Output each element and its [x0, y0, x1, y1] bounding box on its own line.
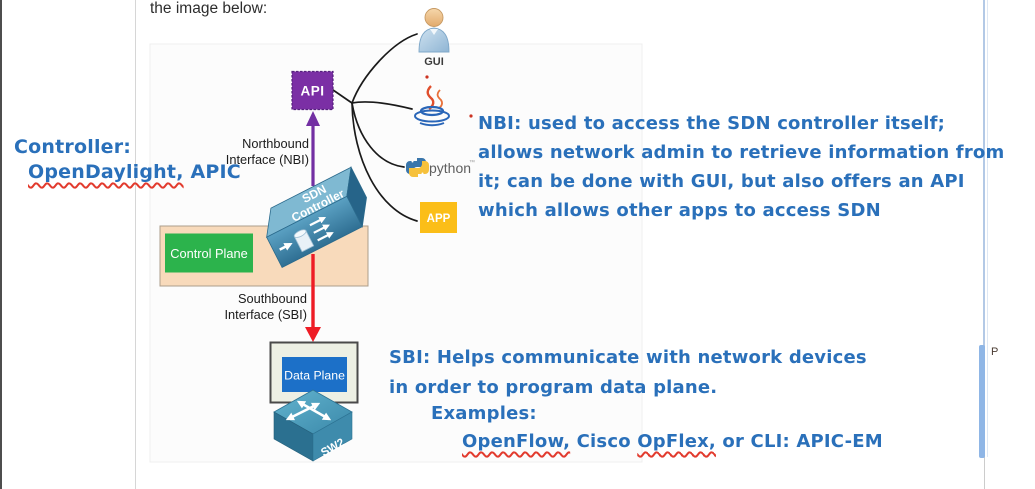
api-box [291, 70, 334, 111]
nbi-note-line: which allows other apps to access SDN [478, 200, 881, 221]
sbi-note-line1: SBI: Helps communicate with network devi… [389, 347, 867, 368]
window-left-border [0, 0, 2, 489]
data-plane-label: Data Plane [284, 369, 345, 383]
nbi-note-line: it; can be done with GUI, but also offer… [478, 171, 965, 192]
sbi-note-line2: in order to program data plane. [389, 377, 718, 398]
nbi-note: NBI: used to access the SDN controller i… [478, 109, 1004, 225]
python-trademark: ™ [469, 159, 475, 166]
sbi-interface-label-line1: Southbound [238, 291, 307, 306]
sbi-note-line4-seg4: or CLI: APIC-EM [715, 431, 883, 452]
page-right-rule [984, 455, 985, 489]
python-icon [406, 158, 429, 177]
misspelling-underline: OpenDaylight, [28, 161, 184, 183]
ink-dot [469, 114, 473, 118]
controller-note-line1: Controller: [14, 136, 132, 158]
app-box [420, 202, 457, 233]
sbi-note-line4-seg2: Cisco [570, 431, 638, 452]
data-plane-box [282, 357, 347, 392]
container-right-border-shadow [987, 0, 988, 457]
container-right-border [983, 0, 985, 457]
misspelling-underline: OpFlex, [637, 431, 716, 452]
typed-prompt-text: the image below: [150, 0, 268, 17]
sdn-controller-device: SDN Controller [266, 165, 367, 269]
sbi-note-line3: Examples: [431, 403, 537, 424]
misspelling-underline: OpenFlow, [462, 431, 571, 452]
clipped-paragraph-text: P [991, 346, 999, 358]
nbi-arrow [306, 111, 320, 186]
api-connector-curves [332, 33, 418, 222]
app-box-label: APP [427, 213, 451, 225]
sbi-note-line4: OpenFlow, Cisco OpFlex, or CLI: APIC-EM [462, 431, 883, 452]
nbi-interface-label-line1: Northbound [242, 136, 309, 151]
ink-dot [425, 75, 429, 79]
scrollbar-thumb[interactable] [979, 345, 985, 458]
api-box-label: API [300, 84, 324, 99]
gui-icon-label: GUI [424, 56, 444, 68]
sw2-switch-icon: SW2 [273, 389, 353, 462]
nbi-note-line: allows network admin to retrieve informa… [478, 142, 1005, 163]
python-icon-label: python [429, 160, 471, 176]
controller-note-line2-rest: APIC [183, 161, 241, 183]
control-plane-box [165, 233, 253, 273]
nbi-interface-label-line2: Interface (NBI) [226, 152, 309, 167]
gui-person-icon [418, 8, 450, 53]
controller-note-line2: OpenDaylight, APIC [28, 161, 241, 183]
java-icon [414, 85, 450, 127]
control-plane-label: Control Plane [170, 246, 248, 261]
page-margin-rule [135, 0, 136, 489]
sbi-arrow [305, 254, 321, 342]
sbi-interface-label-line2: Interface (SBI) [225, 307, 308, 322]
nbi-note-line: NBI: used to access the SDN controller i… [478, 113, 946, 134]
